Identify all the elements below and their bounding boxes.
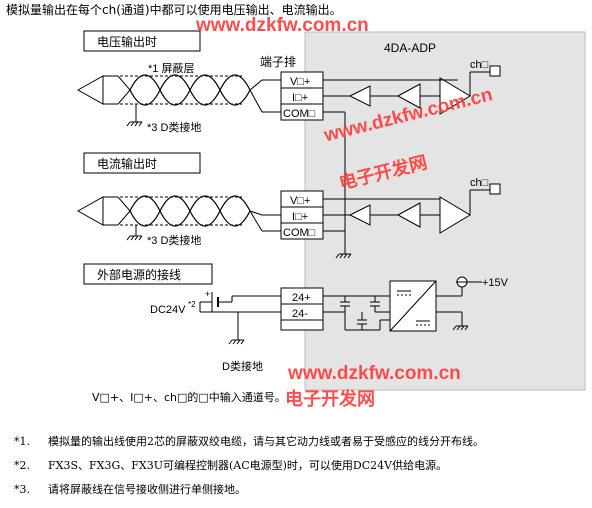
footnote-3-text: 请将屏蔽线在信号接收侧进行单侧接地。 [48, 483, 246, 496]
d-ground-label: D类接地 [222, 359, 263, 373]
ch-label-2: ch□ [470, 177, 489, 189]
load-triangle-1 [76, 75, 104, 105]
battery-plus-sign: + [205, 289, 210, 299]
terminal-com-2-label: COM□ [283, 227, 316, 239]
terminal-v-plus-1-label: V□+ [290, 76, 310, 88]
amplifier-2b [439, 196, 471, 234]
module-name: 4DA-ADP [384, 41, 436, 55]
watermark-url-1: www.dzkfw.com.cn [196, 15, 369, 36]
footnote-1-text: 模拟量的输出线使用2芯的屏蔽双绞电缆，请与其它动力线或者易于受感应的线分开布线。 [48, 435, 484, 448]
terminal-i-plus-1-label: I□+ [292, 92, 308, 104]
footnote-2-text: FX3S、FX3G、FX3U可编程控制器(AC电源型)时，可以使用DC24V供给… [48, 459, 448, 472]
terminal-block-label: 端子排 [260, 55, 296, 69]
dc24v-label: DC24V [150, 304, 186, 316]
ch-terminal-1 [489, 65, 501, 77]
dc24v-note: *2 [188, 300, 196, 309]
intro-text: 模拟量输出在每个ch(通道)中都可以使用电压输出、电流输出。 [6, 3, 342, 17]
watermark-url-3: www.dzkfw.com.cn [288, 363, 461, 384]
power-section-title: 外部电源的接线 [97, 267, 181, 282]
watermark-cn-2: 电子开发网 [285, 389, 375, 410]
footnote-1-mark: *1. [14, 435, 30, 448]
footnote-2-mark: *2. [14, 459, 30, 472]
terminal-24-minus-label: 24- [292, 308, 308, 320]
voltage-section-box [83, 30, 201, 52]
shield-label: *1 屏蔽层 [148, 62, 194, 75]
d-ground-note-1: *3 D类接地 [147, 120, 201, 134]
voltage-section-title: 电压输出时 [97, 34, 157, 49]
terminal-24-plus-label: 24+ [292, 292, 311, 304]
ch-terminal-2 [489, 183, 501, 195]
current-section-title: 电流输出时 [97, 156, 157, 171]
d-ground-note-2: *3 D类接地 [147, 233, 201, 247]
plus15v-label: +15V [482, 277, 509, 289]
load-triangle-2 [76, 196, 104, 226]
footnote-3-mark: *3. [14, 483, 30, 496]
power-section-box [83, 263, 213, 285]
ch-label-1: ch□ [470, 59, 489, 71]
terminal-com-1-label: COM□ [283, 108, 316, 120]
current-section-box [83, 152, 201, 174]
channel-note: V□+、I□+、ch□的□中输入通道号。 [92, 391, 286, 404]
terminal-i-plus-2-label: I□+ [292, 211, 308, 223]
terminal-v-plus-2-label: V□+ [290, 195, 310, 207]
